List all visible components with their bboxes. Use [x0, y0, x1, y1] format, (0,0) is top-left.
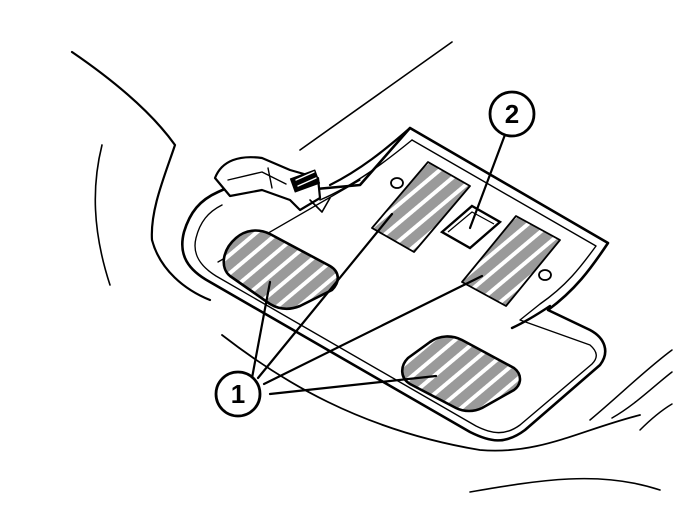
left-panel-edge [94, 144, 111, 286]
lower-right-curve [469, 477, 661, 493]
callout-2-label: 2 [505, 99, 519, 129]
rectangular-opening-shadow [447, 211, 495, 233]
leader-1-to-right-pad [262, 274, 484, 386]
tray-inner-outline [194, 139, 597, 434]
mounting-hole-top [390, 177, 404, 189]
connector-tab [309, 197, 331, 213]
bracket-rib-1 [227, 171, 287, 185]
leader-1-to-left-pad [250, 280, 272, 380]
right-contour-3 [639, 403, 673, 431]
leader-1-to-bottom-pad [268, 374, 438, 396]
hatched-pad-left [222, 229, 340, 311]
upper-diagonal-edge [299, 41, 453, 151]
leader-1-to-top-pad [256, 212, 394, 380]
hatched-pads [222, 161, 561, 413]
tray-top-edge-inner [319, 139, 413, 201]
bracket-rib-2 [267, 167, 273, 189]
right-contour-2 [611, 371, 673, 419]
background-body-lines [70, 41, 673, 493]
mounting-hole-right [538, 269, 552, 281]
bracket-outline [213, 156, 322, 212]
tray-raised-step [510, 304, 552, 330]
callout-1-label: 1 [231, 379, 245, 409]
connector-plug [289, 169, 321, 193]
right-contour-1 [589, 349, 673, 421]
tray-top-edge [328, 126, 412, 187]
callout-2: 2 [488, 90, 536, 138]
upper-left-body-contour [70, 50, 212, 302]
floor-sweep-line [221, 334, 641, 452]
callout-leaders [250, 130, 508, 396]
hatched-pad-right [461, 215, 561, 307]
leader-2-to-opening [468, 130, 508, 230]
hatched-pad-bottom [400, 335, 522, 413]
hatched-pad-top [371, 161, 471, 253]
connector-bracket [213, 156, 331, 213]
callout-1: 1 [214, 370, 262, 418]
